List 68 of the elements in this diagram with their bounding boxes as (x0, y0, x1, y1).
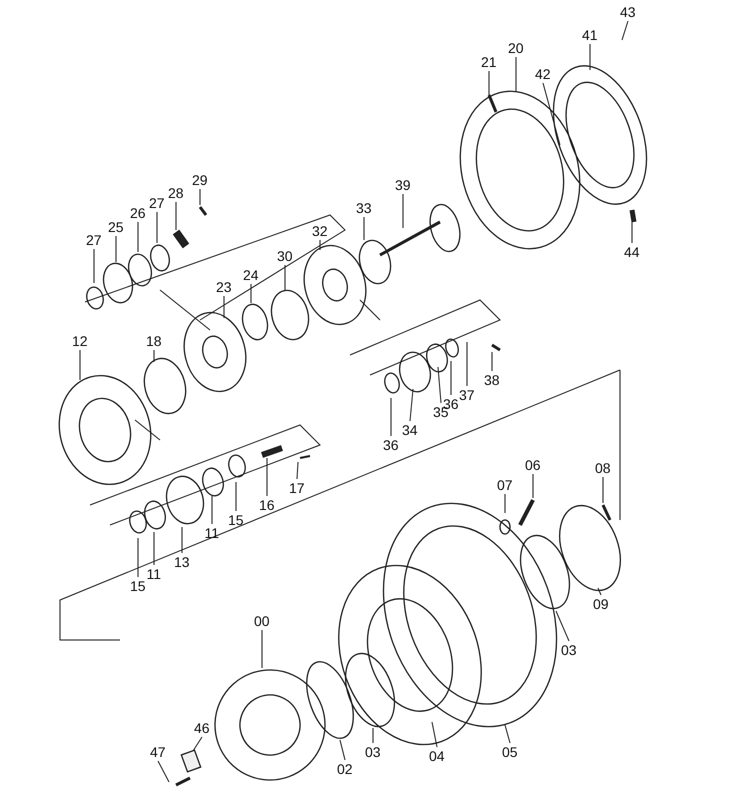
leader-line (340, 740, 346, 760)
callout-number: 04 (428, 748, 446, 764)
leader-line (532, 474, 534, 498)
callout-number: 13 (173, 554, 191, 570)
callout-number: 02 (336, 761, 354, 777)
leader-line (466, 342, 468, 386)
leader-line (372, 728, 374, 744)
leader-line (284, 264, 286, 290)
leader-line (504, 724, 510, 744)
leader-line (296, 462, 298, 480)
callout-number: 17 (288, 480, 306, 496)
callout-number: 44 (623, 244, 641, 260)
leader-line (432, 722, 438, 748)
leader-line (450, 360, 452, 396)
callout-number: 24 (242, 267, 260, 283)
leader-line (542, 82, 560, 146)
callout-number: 11 (146, 566, 162, 582)
callout-number: 23 (215, 279, 233, 295)
leader-line (410, 388, 414, 422)
callout-number: 00 (253, 613, 271, 629)
leader-line (438, 366, 442, 404)
callout-number: 15 (227, 512, 245, 528)
callout-number: 11 (204, 525, 220, 541)
callout-number: 39 (394, 177, 412, 193)
leader-line (556, 610, 570, 642)
leader-line (598, 588, 602, 596)
callout-number: 47 (149, 744, 167, 760)
callout-number: 29 (191, 172, 209, 188)
leader-line (266, 458, 268, 496)
leader-line (488, 70, 490, 96)
callout-number: 21 (480, 54, 498, 70)
callout-number: 37 (458, 387, 476, 403)
callout-number: 33 (355, 200, 373, 216)
leader-line (602, 476, 604, 504)
callout-number: 43 (619, 4, 637, 20)
leader-line (622, 20, 628, 40)
callout-number: 03 (560, 642, 578, 658)
callout-number: 41 (581, 27, 599, 43)
callout-number: 27 (148, 195, 166, 211)
leader-line (192, 736, 202, 752)
callout-number: 25 (107, 219, 125, 235)
callout-number: 38 (483, 372, 501, 388)
leader-line (402, 194, 404, 228)
leader-line (504, 494, 506, 514)
callout-number: 12 (71, 333, 89, 349)
callout-number: 36 (382, 437, 400, 453)
callout-number: 07 (496, 477, 514, 493)
callout-number: 03 (364, 744, 382, 760)
callout-number: 16 (258, 497, 276, 513)
callout-number: 42 (534, 66, 552, 82)
callout-number: 34 (401, 422, 419, 438)
leader-line (390, 398, 392, 436)
callout-number: 28 (167, 185, 185, 201)
leader-line (156, 212, 158, 244)
callout-number: 20 (507, 40, 525, 56)
callout-number: 09 (592, 596, 610, 612)
callout-number: 08 (594, 460, 612, 476)
callout-number: 27 (85, 232, 103, 248)
leader-line (250, 284, 252, 304)
callout-number: 30 (276, 248, 294, 264)
callout-number: 46 (193, 720, 211, 736)
callout-number: 15 (129, 578, 147, 594)
callout-number: 06 (524, 457, 542, 473)
leader-line (158, 760, 170, 782)
callout-number: 05 (501, 744, 519, 760)
callout-number: 18 (145, 333, 163, 349)
callout-number: 26 (129, 205, 147, 221)
callout-number: 32 (311, 223, 329, 239)
